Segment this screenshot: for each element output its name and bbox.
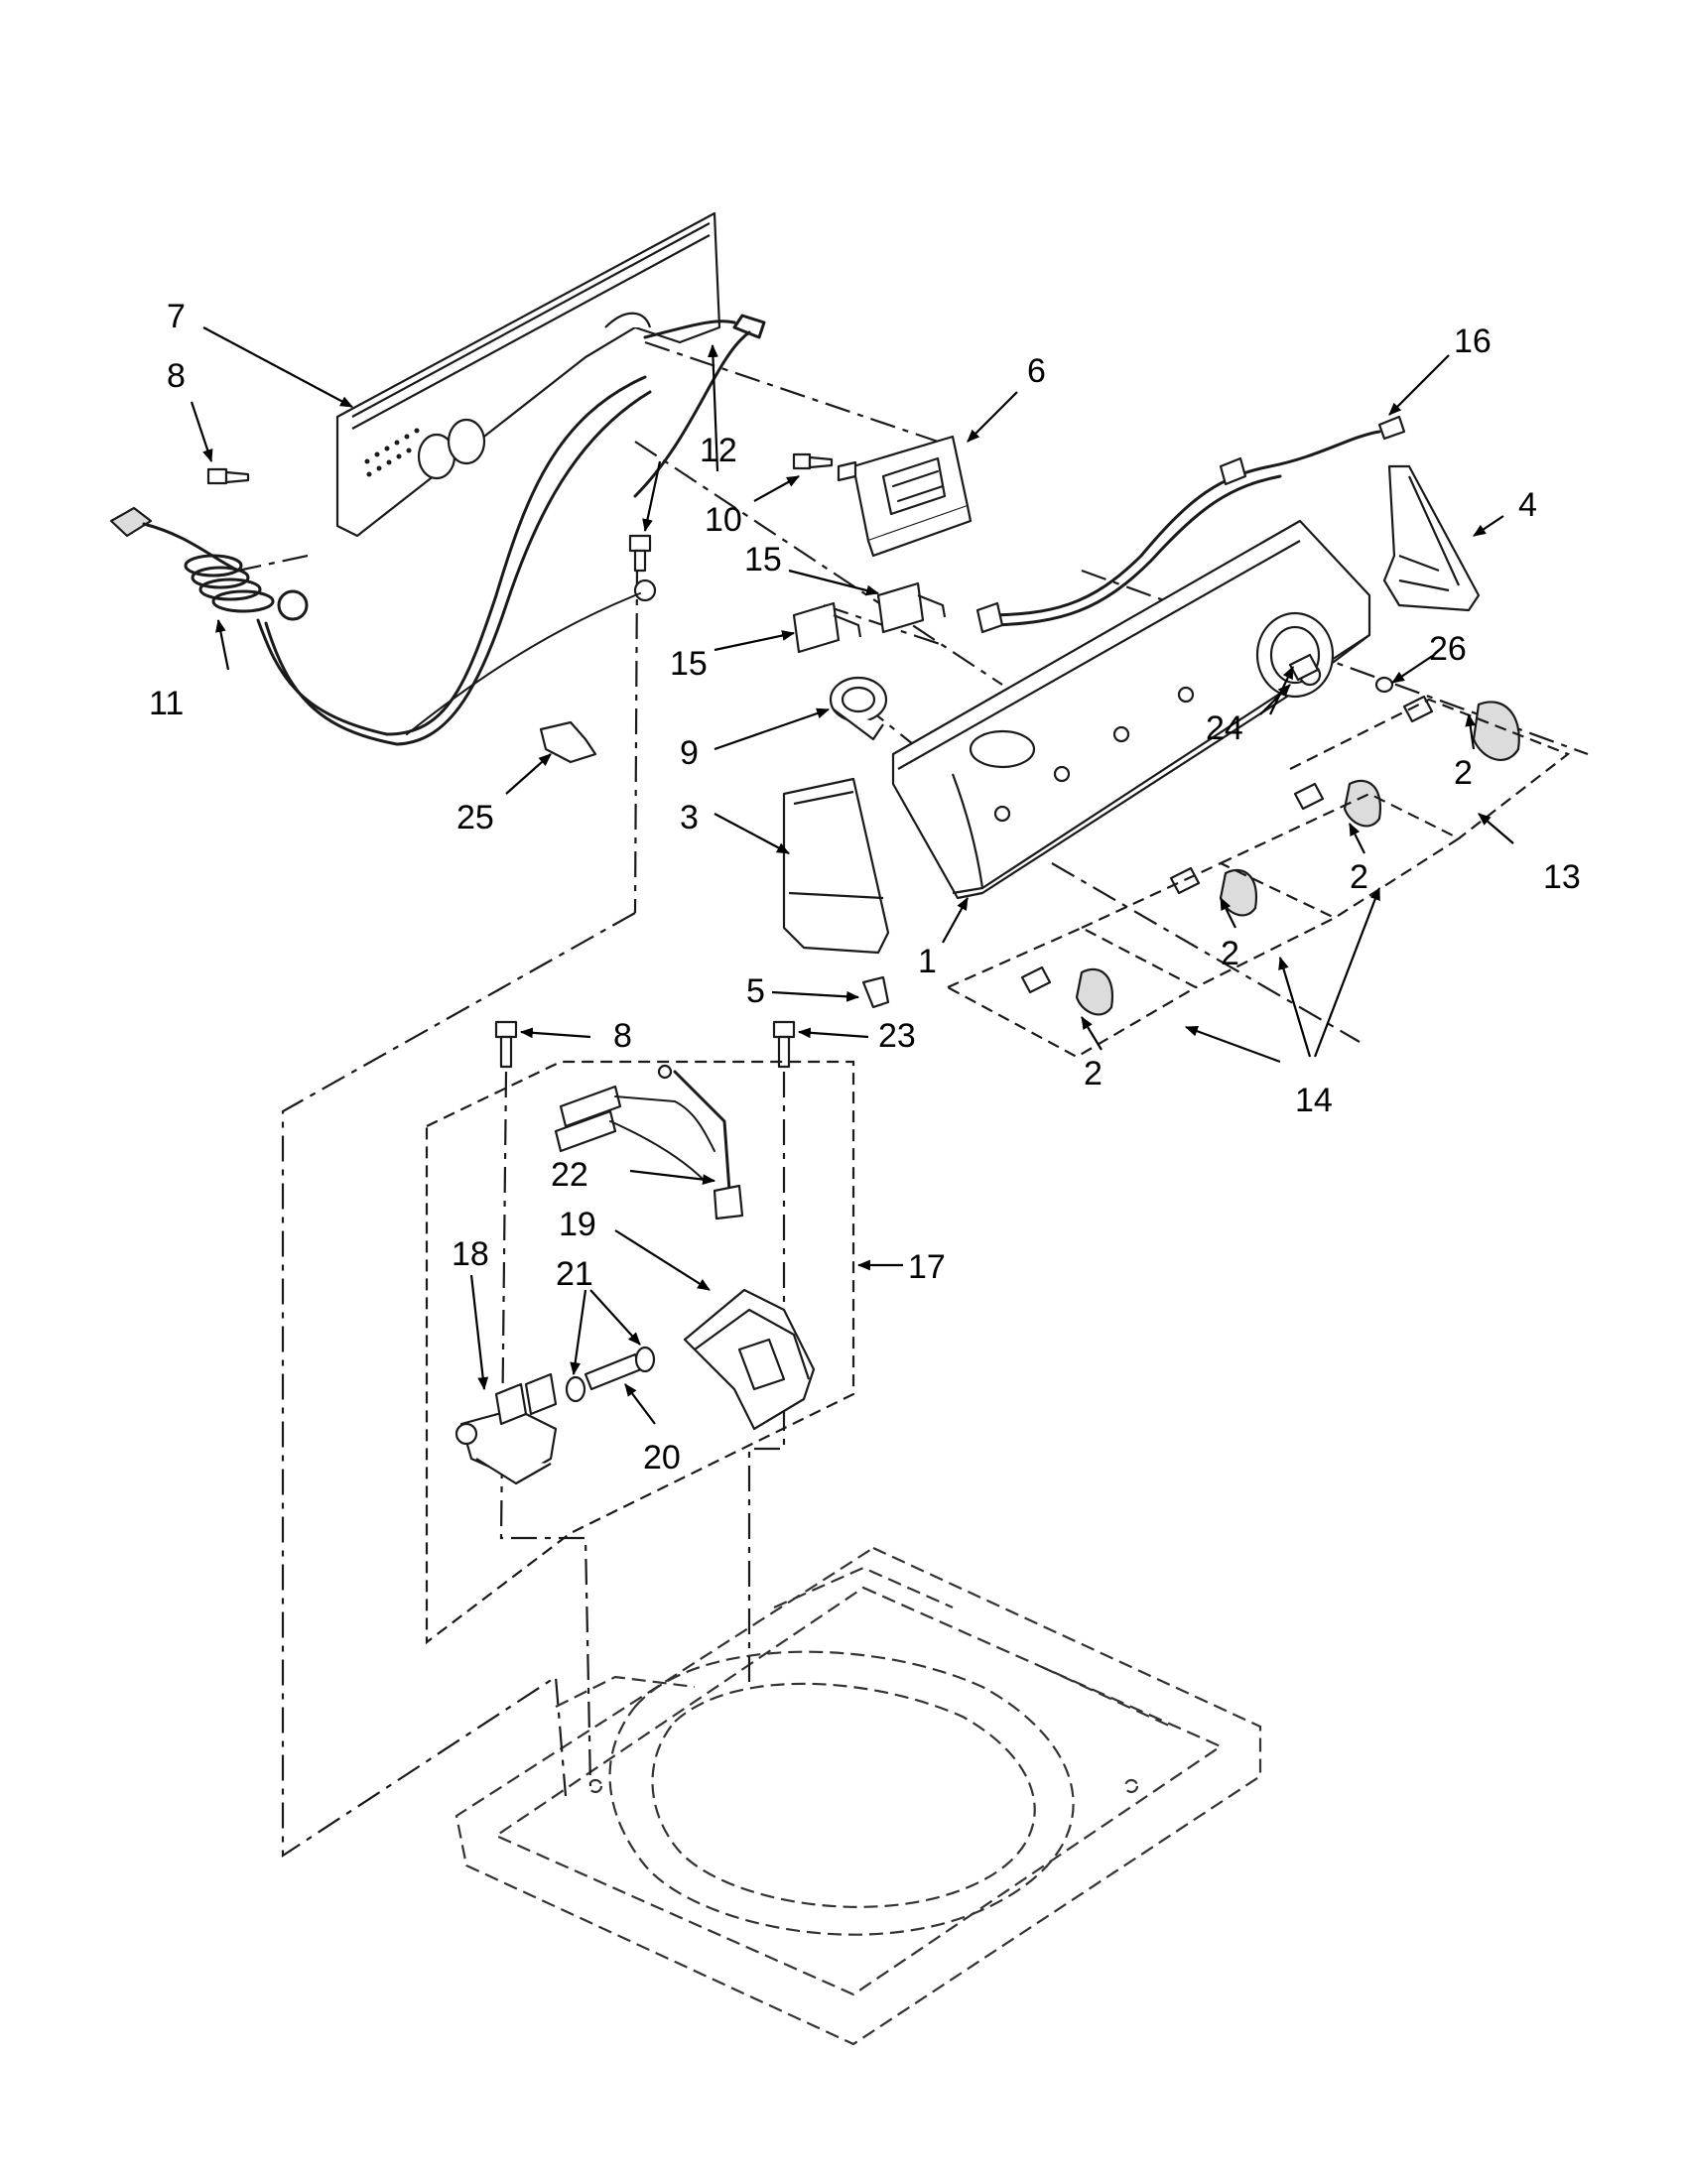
dispenser — [683, 1288, 816, 1431]
knob-groups — [945, 698, 1571, 1059]
assembly-lines — [237, 340, 1589, 1859]
callout-7: 7 — [167, 298, 186, 335]
callout-22: 22 — [551, 1156, 588, 1194]
callout-14: 14 — [1295, 1082, 1333, 1119]
bushing-24 — [1288, 653, 1320, 682]
hose-clamp-1 — [565, 1375, 586, 1403]
knob-3 — [1293, 779, 1382, 828]
callout-2-d: 2 — [1454, 754, 1473, 792]
callout-labels: 7 8 11 12 10 6 16 4 15 15 9 3 25 5 1 24 … — [149, 298, 1581, 1477]
hose-clamp-2 — [634, 1346, 656, 1373]
callout-17: 17 — [908, 1248, 946, 1286]
power-cord — [109, 375, 652, 746]
callout-18: 18 — [452, 1235, 489, 1273]
right-end-cap — [1382, 464, 1481, 612]
washer-26 — [1374, 676, 1394, 694]
leader-lines — [190, 326, 1514, 1425]
end-cap-clip — [861, 975, 890, 1009]
screw-10 — [792, 452, 834, 470]
console-harness — [975, 415, 1406, 634]
water-valve — [454, 1372, 558, 1485]
cord-clip — [539, 720, 597, 764]
callout-2-c: 2 — [1350, 858, 1368, 896]
callout-1: 1 — [918, 943, 937, 980]
hose-20 — [584, 1352, 643, 1391]
screw-23 — [772, 1020, 796, 1069]
control-console — [891, 519, 1371, 900]
callout-3: 3 — [680, 799, 699, 836]
screw-lower-8 — [494, 1020, 518, 1069]
dispenser-harness — [554, 1064, 744, 1220]
callout-24: 24 — [1206, 709, 1243, 747]
callout-15-lower: 15 — [670, 645, 708, 683]
callout-15-upper: 15 — [744, 541, 782, 578]
callout-2-a: 2 — [1084, 1055, 1103, 1092]
knob-4 — [1402, 695, 1520, 761]
callout-20: 20 — [643, 1439, 681, 1477]
callout-26: 26 — [1429, 630, 1467, 668]
callout-25: 25 — [456, 799, 494, 836]
switch-upper — [876, 581, 947, 634]
left-end-cap — [782, 777, 890, 955]
rear-control-panel — [335, 211, 721, 538]
callout-9: 9 — [680, 734, 699, 772]
callout-16: 16 — [1454, 322, 1492, 360]
callout-8-lower: 8 — [613, 1017, 632, 1055]
callout-19: 19 — [559, 1206, 596, 1243]
callout-23: 23 — [878, 1017, 916, 1055]
rear-harness — [406, 314, 766, 735]
screw-upper — [206, 467, 250, 485]
dispenser-assembly-box — [425, 1060, 855, 1645]
callout-10: 10 — [705, 501, 742, 539]
screw-12 — [628, 534, 652, 573]
callout-4: 4 — [1518, 486, 1537, 524]
cabinet-top-frame — [454, 1546, 1262, 2046]
callout-6: 6 — [1027, 352, 1046, 390]
knob-1 — [1020, 965, 1114, 1016]
control-board — [837, 435, 973, 558]
pressure-switch — [829, 676, 888, 741]
callout-8-upper: 8 — [167, 357, 186, 395]
callout-21: 21 — [556, 1255, 593, 1293]
callout-2-b: 2 — [1221, 935, 1239, 972]
callout-11: 11 — [149, 685, 184, 722]
switch-lower — [792, 601, 862, 654]
callout-5: 5 — [746, 972, 765, 1010]
callout-13: 13 — [1543, 858, 1581, 896]
callout-12: 12 — [700, 432, 737, 469]
